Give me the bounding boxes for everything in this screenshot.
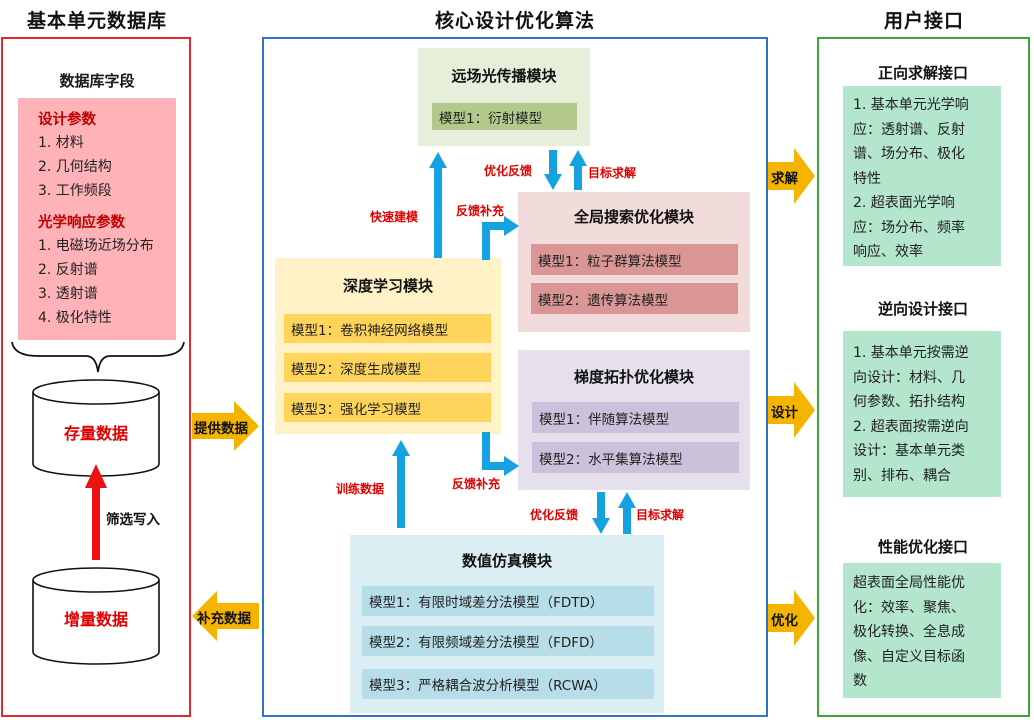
- solve-label: 求解: [771, 171, 798, 187]
- supplement-data-arrow: [192, 591, 259, 641]
- design-param-item: 3. 工作频段: [38, 183, 112, 199]
- feedback-supplement-bottom-arrow: [482, 432, 519, 476]
- target-solve-top-arrow: [569, 150, 587, 190]
- training-data-arrow: [392, 440, 410, 528]
- interface-line: 别、排布、耦合: [853, 467, 951, 484]
- algorithm-column-title: 核心设计优化算法: [434, 10, 595, 32]
- model-item: 模型2：水平集算法模型: [532, 442, 739, 473]
- optical-param-item: 2. 反射谱: [38, 262, 98, 278]
- interface-line: 2. 超表面光学响: [853, 195, 955, 211]
- supplement-data-label: 补充数据: [197, 611, 251, 627]
- interface-line: 设计：基本单元类: [853, 443, 965, 459]
- interface-line: 响应、效率: [853, 244, 923, 260]
- incremental-data-label: 增量数据: [63, 610, 128, 629]
- design-param-item: 2. 几何结构: [38, 159, 112, 175]
- interface-line: 1. 基本单元按需逆: [853, 345, 969, 361]
- numerical-sim-module-title: 数值仿真模块: [461, 552, 552, 570]
- feedback-supplement-bottom-label: 反馈补充: [452, 477, 501, 491]
- inverse-interface-panel: 1. 基本单元按需逆 向设计：材料、几 何参数、拓扑结构 2. 超表面按需逆向 …: [843, 331, 1001, 497]
- design-param-item: 1. 材料: [38, 135, 84, 151]
- performance-interface-panel: 超表面全局性能优 化：效率、聚焦、 极化转换、全息成 像、自定义目标函 数: [843, 563, 1001, 698]
- target-solve-bottom-arrow: [618, 492, 636, 534]
- design-arrow: [768, 382, 815, 438]
- model-item: 模型2：深度生成模型: [284, 353, 491, 382]
- far-field-module-title: 远场光传播模块: [451, 67, 557, 85]
- opt-feedback-top-arrow: [544, 150, 562, 190]
- forward-interface-title: 正向求解接口: [877, 64, 968, 82]
- database-column-title: 基本单元数据库: [26, 10, 167, 32]
- database-fields-panel: 设计参数 1. 材料 2. 几何结构 3. 工作频段 光学响应参数 1. 电磁场…: [18, 98, 176, 340]
- target-solve-top-label: 目标求解: [588, 166, 637, 180]
- numerical-sim-module: 数值仿真模块 模型1：有限时域差分法模型（FDTD） 模型2：有限频域差分法模型…: [350, 535, 664, 713]
- interface-line: 数: [853, 673, 867, 689]
- far-field-module: 远场光传播模块 模型1：衍射模型: [418, 48, 590, 146]
- model-item: 模型1：粒子群算法模型: [531, 244, 738, 275]
- gradient-topology-module: 梯度拓扑优化模块 模型1：伴随算法模型 模型2：水平集算法模型: [518, 350, 750, 490]
- filter-write-label: 筛选写入: [106, 512, 160, 528]
- optimize-label: 优化: [771, 613, 798, 629]
- incremental-data-cylinder: 增量数据: [31, 566, 161, 666]
- optical-param-item: 4. 极化特性: [38, 310, 112, 326]
- gradient-topology-module-title: 梯度拓扑优化模块: [573, 368, 694, 386]
- interface-line: 像、自定义目标函: [853, 648, 965, 665]
- opt-feedback-bottom-arrow: [592, 492, 610, 534]
- optimize-arrow: [768, 590, 815, 646]
- interface-line: 化：效率、聚焦、: [853, 599, 965, 616]
- opt-feedback-top-label: 优化反馈: [484, 164, 533, 178]
- database-fields-title: 数据库字段: [59, 72, 135, 90]
- design-label: 设计: [771, 405, 798, 421]
- optical-params-heading: 光学响应参数: [38, 215, 125, 231]
- interface-column-title: 用户接口: [883, 10, 964, 32]
- database-frame: [1, 37, 191, 717]
- model-item: 模型1：衍射模型: [432, 103, 577, 130]
- optical-param-item: 1. 电磁场近场分布: [38, 238, 154, 254]
- stock-data-label: 存量数据: [63, 424, 128, 443]
- brace-connector: [11, 341, 185, 373]
- target-solve-bottom-label: 目标求解: [636, 508, 685, 522]
- performance-interface-title: 性能优化接口: [877, 538, 968, 556]
- interface-line: 极化转换、全息成: [853, 624, 965, 640]
- fast-modeling-label: 快速建模: [370, 210, 419, 224]
- training-data-label: 训练数据: [336, 482, 385, 496]
- model-item: 模型2：有限频域差分法模型（FDFD）: [362, 626, 654, 656]
- model-item: 模型1：卷积神经网络模型: [284, 314, 491, 343]
- interface-line: 何参数、拓扑结构: [853, 394, 965, 410]
- global-search-module: 全局搜索优化模块 模型1：粒子群算法模型 模型2：遗传算法模型: [518, 192, 750, 332]
- interface-line: 应：透射谱、反射: [853, 121, 965, 138]
- model-item: 模型2：遗传算法模型: [531, 283, 738, 314]
- solve-arrow: [768, 148, 815, 204]
- design-params-heading: 设计参数: [38, 112, 96, 128]
- fast-modeling-arrow: [429, 152, 447, 258]
- filter-write-arrow: [85, 464, 107, 560]
- feedback-supplement-top-arrow: [482, 216, 519, 260]
- model-item: 模型1：伴随算法模型: [532, 402, 739, 433]
- feedback-supplement-top-label: 反馈补充: [456, 204, 505, 218]
- provide-data-arrow: [192, 401, 259, 451]
- interface-line: 2. 超表面按需逆向: [853, 418, 969, 435]
- deep-learning-module: 深度学习模块 模型1：卷积神经网络模型 模型2：深度生成模型 模型3：强化学习模…: [275, 258, 501, 434]
- deep-learning-module-title: 深度学习模块: [342, 277, 433, 295]
- opt-feedback-bottom-label: 优化反馈: [530, 508, 579, 522]
- provide-data-label: 提供数据: [194, 421, 248, 437]
- model-item: 模型3：强化学习模型: [284, 393, 491, 422]
- inverse-interface-title: 逆向设计接口: [877, 300, 968, 318]
- interface-line: 1. 基本单元光学响: [853, 97, 969, 113]
- global-search-module-title: 全局搜索优化模块: [573, 208, 694, 226]
- optical-param-item: 3. 透射谱: [38, 286, 98, 302]
- interface-line: 特性: [853, 170, 881, 187]
- model-item: 模型1：有限时域差分法模型（FDTD）: [362, 586, 654, 616]
- interface-line: 向设计：材料、几: [853, 369, 965, 386]
- interface-line: 应：场分布、频率: [853, 219, 965, 236]
- model-item: 模型3：严格耦合波分析模型（RCWA）: [362, 669, 654, 699]
- algorithm-frame: [262, 37, 768, 717]
- interface-line: 谱、场分布、极化: [853, 146, 965, 162]
- interface-line: 超表面全局性能优: [853, 575, 965, 591]
- interface-frame: [817, 37, 1030, 717]
- stock-data-cylinder: 存量数据: [31, 378, 161, 478]
- forward-interface-panel: 1. 基本单元光学响 应：透射谱、反射 谱、场分布、极化 特性 2. 超表面光学…: [843, 86, 1001, 266]
